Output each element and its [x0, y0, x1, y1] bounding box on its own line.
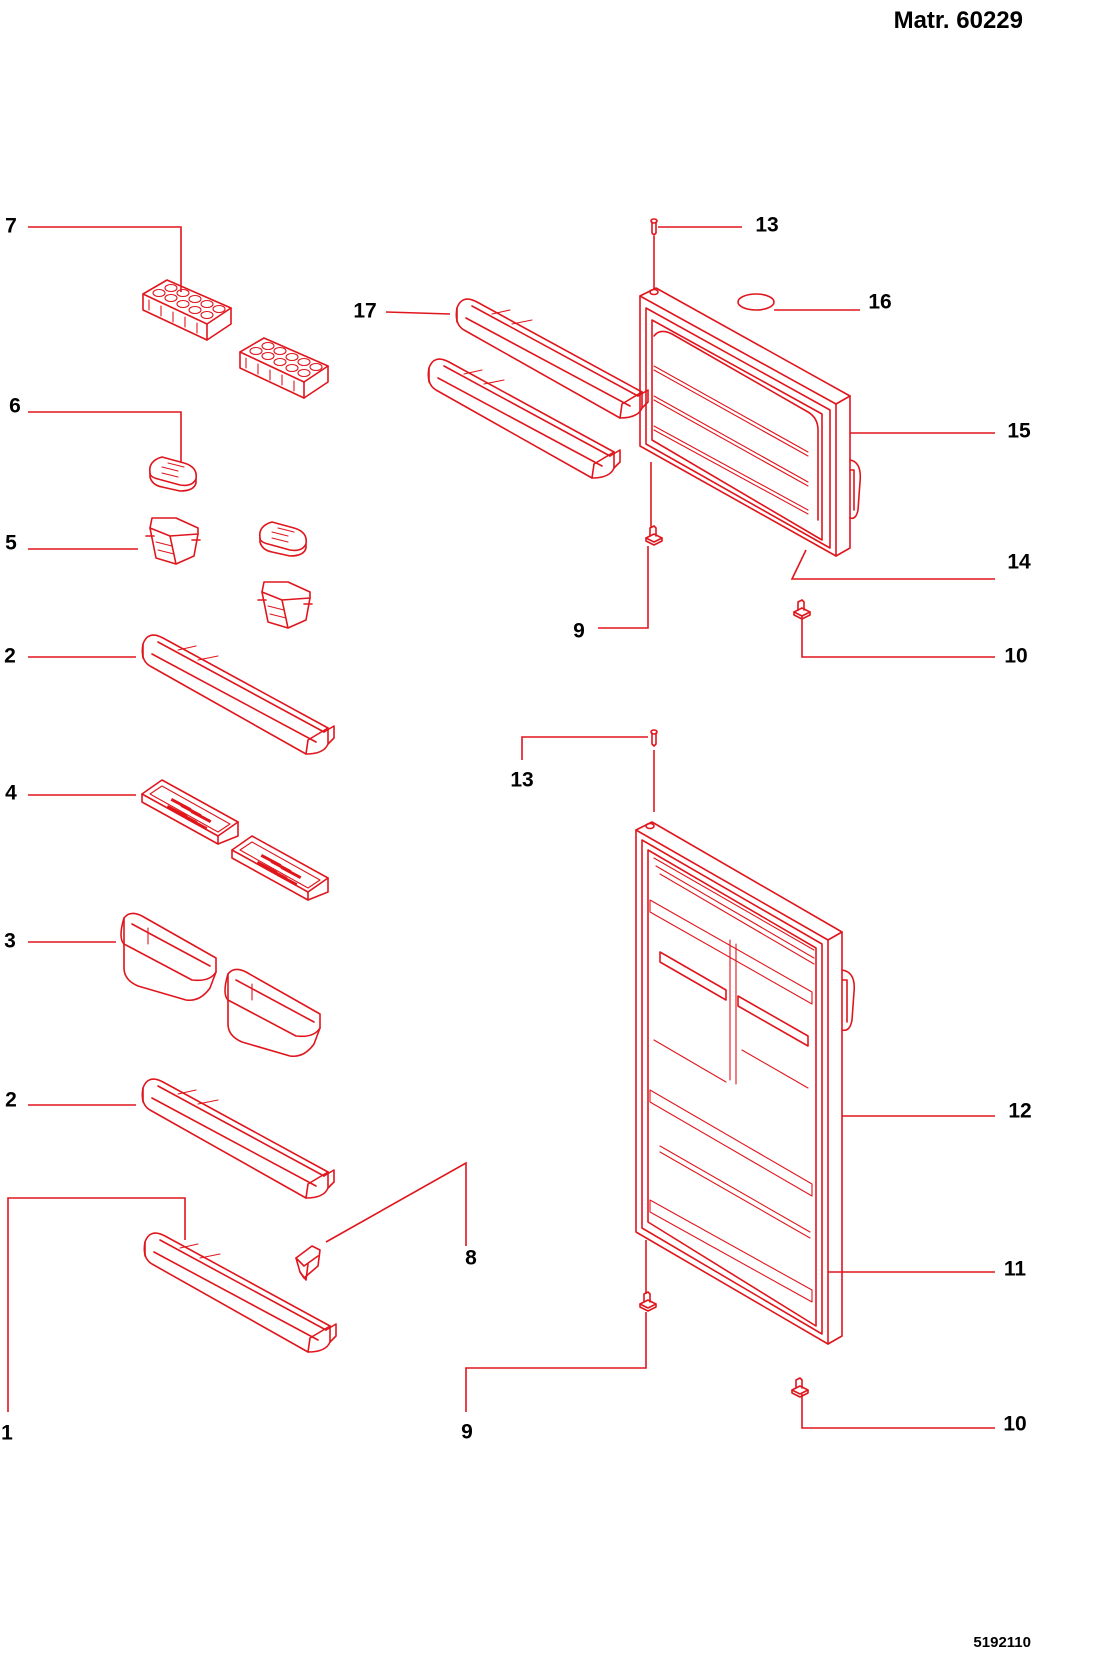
lower-hinge-pin [639, 1291, 657, 1312]
callout-12: 12 [1008, 1100, 1031, 1123]
callout-11: 11 [1004, 1258, 1027, 1281]
callout-13-lower: 13 [510, 769, 533, 792]
deep-door-bin [120, 912, 217, 1002]
leader-lines [7, 226, 995, 1429]
callout-7: 7 [5, 215, 17, 238]
fridge-door [635, 821, 856, 1345]
butter-dish-lid [258, 521, 308, 557]
page-title: Matr. 60229 [894, 7, 1023, 34]
callout-10-upper: 10 [1004, 645, 1027, 668]
callout-17: 17 [353, 300, 376, 323]
plug-cover [737, 293, 775, 311]
egg-tray [142, 279, 232, 341]
butter-dish-lid [148, 456, 198, 492]
callout-10-lower: 10 [1003, 1413, 1026, 1436]
callout-2-upper: 2 [4, 645, 16, 668]
callout-6: 6 [9, 395, 21, 418]
hinge-screw [650, 729, 658, 747]
callout-2-lower: 2 [5, 1089, 17, 1112]
deep-door-bin [224, 968, 321, 1058]
freezer-door [639, 287, 862, 557]
small-tray [141, 779, 239, 845]
callout-5: 5 [5, 532, 17, 555]
callout-1: 1 [1, 1422, 13, 1445]
hinge-screw [650, 218, 658, 236]
small-tray [231, 835, 329, 901]
shelf-bracket [295, 1245, 321, 1281]
callout-15: 15 [1007, 420, 1031, 443]
freezer-door-balcony [455, 298, 649, 419]
door-balcony [141, 1078, 335, 1199]
callout-13-upper: 13 [755, 214, 778, 237]
callout-8: 8 [465, 1247, 477, 1270]
drawing-number: 5192110 [973, 1634, 1031, 1651]
small-basket [145, 517, 201, 565]
callout-4: 4 [5, 782, 17, 805]
callout-3: 3 [4, 930, 16, 953]
egg-tray [239, 337, 329, 399]
lower-hinge-pin [645, 525, 663, 546]
callout-9-upper: 9 [573, 620, 585, 643]
callout-16: 16 [868, 291, 891, 314]
callout-14: 14 [1007, 551, 1031, 574]
small-basket [257, 581, 313, 629]
callout-9-lower: 9 [461, 1421, 473, 1444]
door-stop [791, 1377, 809, 1398]
freezer-door-balcony [427, 358, 621, 479]
door-balcony [141, 634, 335, 755]
bottle-balcony [143, 1232, 337, 1353]
